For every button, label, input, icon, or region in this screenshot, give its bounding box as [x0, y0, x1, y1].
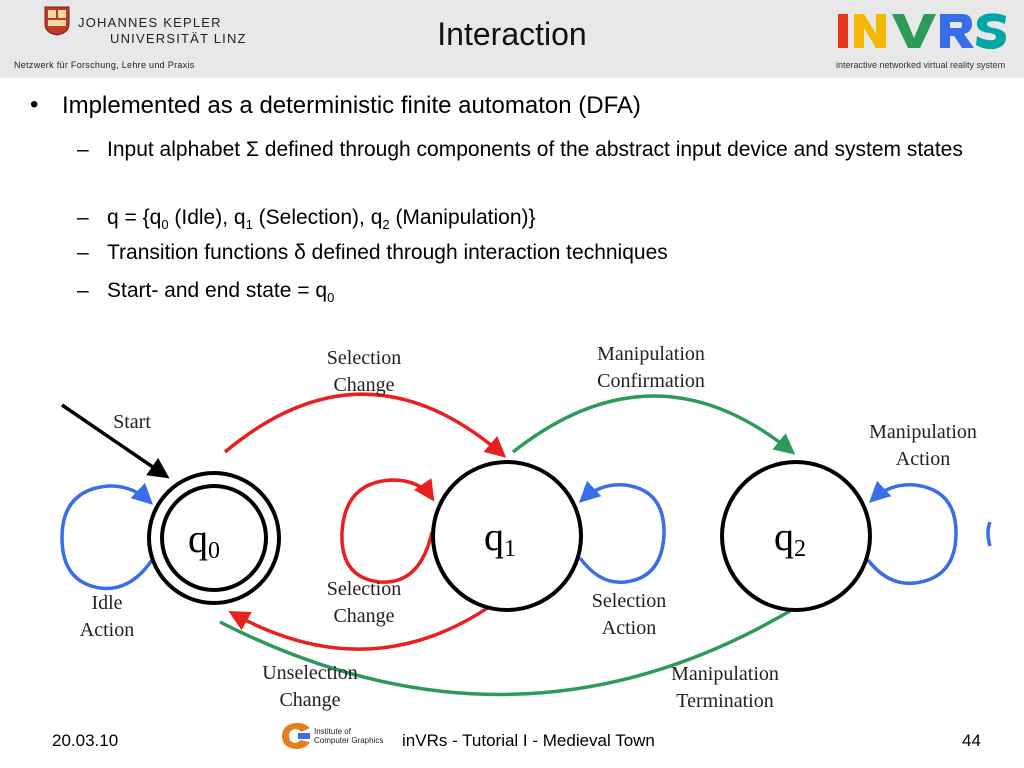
university-name-line2: UNIVERSITÄT LINZ	[110, 31, 247, 46]
transition-manipulation-confirmation	[511, 394, 796, 455]
label-selection-action-2: Action	[602, 617, 656, 639]
sub-bullet-dash-icon: –	[77, 138, 89, 161]
label-manipulation-confirmation-1: Manipulation	[597, 343, 705, 365]
transition-selection-change-q0-q1	[223, 392, 507, 458]
sub-bullet-text: Input alphabet Σ defined through compone…	[107, 138, 963, 161]
sub-bullet-dash-icon: –	[77, 279, 89, 302]
slide-header: JOHANNES KEPLER UNIVERSITÄT LINZ Netzwer…	[0, 0, 1024, 78]
transition-manipulation-termination	[219, 603, 801, 697]
state-q2	[720, 460, 872, 612]
footer-title: inVRs - Tutorial I - Medieval Town	[402, 731, 655, 750]
invrs-logo	[838, 13, 1006, 50]
page-number: 44	[962, 731, 981, 750]
label-selection-change-loop-1: Selection	[327, 578, 401, 600]
label-manipulation-termination-2: Termination	[676, 690, 773, 712]
sub-bullet-text: Start- and end state = q0	[107, 279, 335, 306]
label-manipulation-action-2: Action	[896, 448, 950, 470]
label-start: Start	[113, 411, 151, 433]
university-name-line1: JOHANNES KEPLER	[78, 15, 222, 30]
state-q0	[160, 484, 268, 592]
state-q1-label: q1	[484, 514, 516, 562]
bullet-dot-icon: •	[30, 91, 39, 118]
label-unselection-2: Change	[279, 689, 340, 711]
label-unselection-1: Unselection	[262, 662, 358, 684]
university-tagline: Netzwerk für Forschung, Lehre und Praxis	[14, 60, 195, 70]
invrs-logo-tagline: interactive networked virtual reality sy…	[836, 60, 1006, 70]
transition-unselection-change	[228, 601, 496, 651]
label-selection-change-top-2: Change	[333, 374, 394, 396]
label-manipulation-termination-1: Manipulation	[671, 663, 779, 685]
state-q0-label: q0	[188, 516, 220, 564]
label-idle-1: Idle	[91, 592, 122, 614]
sub-bullet-text: q = {q0 (Idle), q1 (Selection), q2 (Mani…	[107, 206, 536, 233]
state-q1	[431, 460, 583, 612]
sub-bullet-text: Transition functions δ defined through i…	[107, 241, 668, 264]
footer-date: 20.03.10	[52, 731, 119, 750]
icg-logo-icon	[282, 722, 310, 749]
partial-loop-edge	[986, 521, 992, 547]
university-crest-icon	[44, 6, 70, 36]
institute-label: Institute of Computer Graphics	[314, 727, 384, 745]
sub-bullet-dash-icon: –	[77, 206, 89, 229]
sub-bullet-dash-icon: –	[77, 241, 89, 264]
start-arrow	[61, 403, 170, 479]
label-selection-change-loop-2: Change	[333, 605, 394, 627]
loop-idle-action	[60, 482, 154, 591]
state-q2-label: q2	[774, 514, 806, 562]
loop-selection-action	[578, 480, 666, 585]
label-manipulation-action-1: Manipulation	[869, 421, 977, 443]
label-selection-action-1: Selection	[592, 590, 666, 612]
slide-title: Interaction	[437, 16, 587, 52]
loop-selection-change	[340, 478, 435, 584]
bullet-main-text: Implemented as a deterministic finite au…	[62, 92, 641, 119]
label-idle-2: Action	[80, 619, 134, 641]
label-manipulation-confirmation-2: Confirmation	[597, 370, 705, 392]
loop-manipulation-action	[866, 480, 958, 586]
label-selection-change-top-1: Selection	[327, 347, 401, 369]
